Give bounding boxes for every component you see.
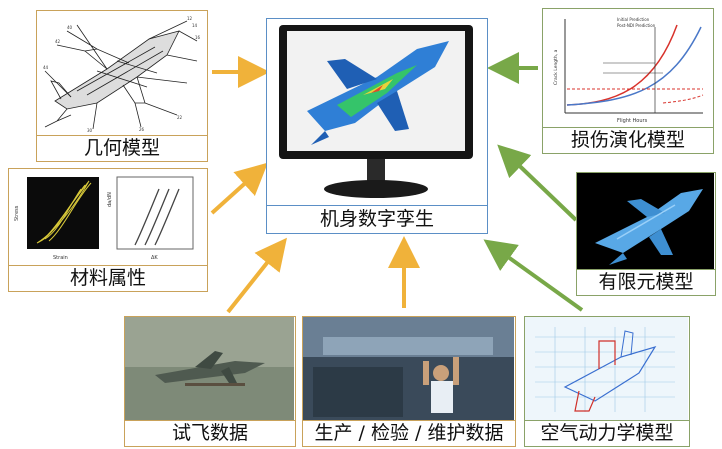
node-production: 生产 / 检验 / 维护数据 bbox=[302, 316, 516, 447]
node-fem: 有限元模型 bbox=[576, 172, 716, 296]
svg-text:14: 14 bbox=[192, 23, 198, 28]
geometry-wireframe-image: 12 14 16 40 42 44 22 26 30 bbox=[37, 11, 207, 135]
material-left-ylabel: Stress bbox=[14, 205, 20, 221]
damage-legend-post: Post-NDI Prediction bbox=[617, 23, 656, 28]
svg-text:16: 16 bbox=[195, 35, 201, 40]
svg-text:22: 22 bbox=[177, 115, 183, 120]
node-aero: 空气动力学模型 bbox=[524, 316, 690, 447]
arrow-aero-to-center bbox=[483, 239, 584, 312]
node-material: Stress Strain da/dN ΔK 材料属性 bbox=[8, 168, 208, 292]
svg-text:44: 44 bbox=[43, 65, 49, 70]
material-right-ylabel: da/dN bbox=[107, 192, 113, 207]
node-damage: Initial Prediction Post-NDI Prediction C… bbox=[542, 8, 714, 154]
material-curves-image: Stress Strain da/dN ΔK bbox=[9, 169, 207, 265]
aero-caption: 空气动力学模型 bbox=[540, 421, 674, 444]
material-right-xlabel: ΔK bbox=[151, 255, 158, 261]
svg-text:26: 26 bbox=[139, 127, 145, 132]
svg-text:42: 42 bbox=[55, 39, 61, 44]
center-digital-twin: 机身数字孪生 bbox=[266, 18, 488, 234]
svg-text:30: 30 bbox=[87, 128, 93, 133]
damage-legend-initial: Initial Prediction bbox=[617, 17, 650, 22]
flight-caption: 试飞数据 bbox=[171, 421, 248, 444]
material-caption: 材料属性 bbox=[69, 266, 146, 289]
flight-photo bbox=[125, 317, 295, 420]
production-caption: 生产 / 检验 / 维护数据 bbox=[314, 421, 504, 444]
production-photo bbox=[303, 317, 515, 420]
center-caption: 机身数字孪生 bbox=[319, 207, 434, 230]
damage-ylabel: Crack Length, a bbox=[553, 49, 559, 85]
aero-image bbox=[525, 317, 689, 420]
svg-text:12: 12 bbox=[187, 16, 193, 21]
fem-caption: 有限元模型 bbox=[598, 270, 694, 293]
damage-xlabel: Flight Hours bbox=[617, 118, 648, 124]
node-geometry: 12 14 16 40 42 44 22 26 30 几何模型 bbox=[36, 10, 208, 162]
fem-image bbox=[577, 173, 715, 269]
node-flight: 试飞数据 bbox=[124, 316, 296, 447]
geometry-caption: 几何模型 bbox=[83, 136, 160, 159]
monitor-image bbox=[267, 19, 487, 205]
damage-caption: 损伤演化模型 bbox=[570, 128, 685, 151]
arrow-material-to-center bbox=[210, 162, 268, 215]
arrow-fem-to-center bbox=[497, 144, 578, 222]
damage-plot-image: Initial Prediction Post-NDI Prediction C… bbox=[543, 9, 713, 127]
material-left-xlabel: Strain bbox=[53, 255, 68, 261]
svg-text:40: 40 bbox=[67, 25, 73, 30]
arrow-flight-to-center bbox=[226, 237, 287, 314]
